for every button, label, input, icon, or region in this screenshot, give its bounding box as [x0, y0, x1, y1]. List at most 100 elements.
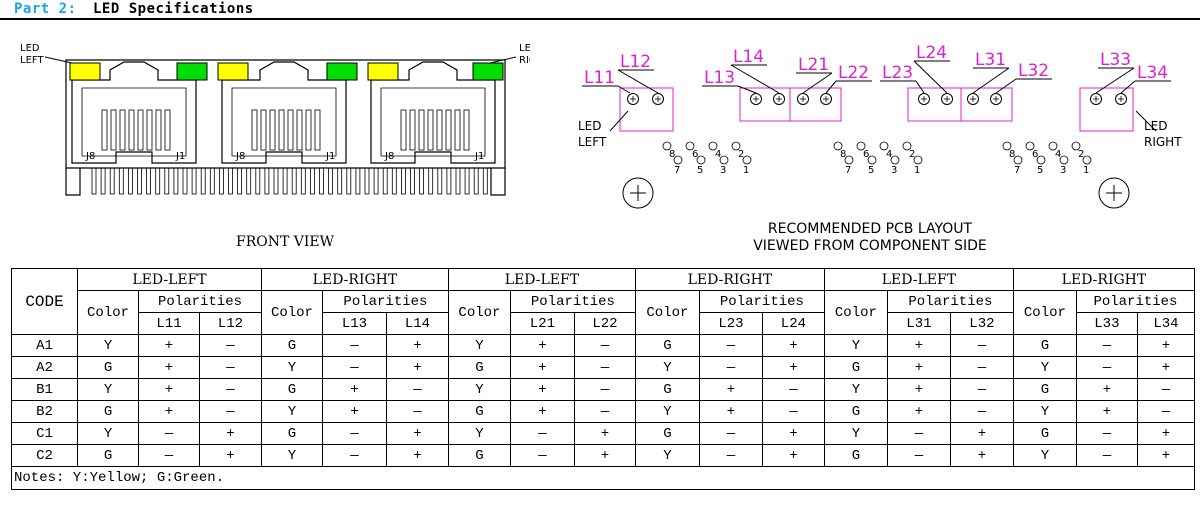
row-code: A1 — [10, 334, 79, 357]
pcb-pin-number: 1 — [743, 165, 749, 176]
polarity-cell: + — [1136, 356, 1196, 379]
connector-leg — [237, 167, 243, 195]
connector-leg — [400, 167, 406, 195]
rj45-port-inner — [380, 87, 486, 157]
polarity-cell: — — [321, 356, 387, 379]
connector-leg — [309, 167, 315, 195]
group-header: LED-RIGHT — [1012, 268, 1196, 291]
color-cell: G — [634, 422, 700, 445]
polarity-cell: — — [761, 378, 825, 401]
color-header: Color — [77, 290, 140, 335]
color-cell: Y — [634, 356, 700, 379]
polarity-cell: + — [1075, 378, 1138, 401]
pcb-led-pad — [773, 93, 785, 105]
led-header: L34 — [1136, 312, 1196, 335]
pcb-led-label-l24: L24 — [916, 43, 947, 63]
code-header: CODE — [10, 268, 79, 335]
rj45-contact — [278, 109, 285, 151]
section-header: Part 2: LED Specifications — [0, 0, 1200, 20]
pcb-led-pad — [1115, 93, 1127, 105]
color-cell: Y — [447, 334, 511, 357]
color-cell: G — [77, 356, 140, 379]
polarity-cell: + — [886, 356, 951, 379]
color-header: Color — [1012, 290, 1077, 335]
polarity-cell: + — [761, 356, 825, 379]
connector-leg — [146, 167, 152, 195]
polarities-header: Polarities — [509, 290, 636, 313]
connector-leg — [482, 167, 488, 195]
pcb-pin-number: 3 — [720, 165, 726, 176]
connector-leg — [182, 167, 188, 195]
polarities-header: Polarities — [138, 290, 262, 313]
connector-leg — [255, 167, 261, 195]
pcb-pin-number: 6 — [863, 149, 869, 160]
connector-leg — [191, 167, 197, 195]
connector-leg — [328, 167, 334, 195]
rj45-contact — [427, 109, 434, 151]
rj45-contact — [463, 109, 470, 151]
polarity-cell: — — [698, 422, 763, 445]
color-cell: Y — [634, 444, 700, 467]
polarity-cell: + — [385, 334, 449, 357]
section-title: LED Specifications — [93, 1, 254, 17]
polarity-cell: — — [573, 356, 636, 379]
connector-leg — [100, 167, 106, 195]
led-header: L14 — [385, 312, 449, 335]
polarity-cell: — — [1075, 444, 1138, 467]
rj45-contact — [454, 109, 461, 151]
color-cell: G — [260, 422, 323, 445]
pcb-caption-line-1: RECOMMENDED PCB LAYOUT — [768, 221, 973, 237]
polarity-cell: + — [1136, 422, 1196, 445]
pcb-pin-hole — [913, 155, 923, 165]
polarity-cell: + — [509, 356, 575, 379]
pcb-pin-number: 1 — [1083, 165, 1089, 176]
connector-leg — [473, 167, 479, 195]
pcb-led-pad — [1090, 93, 1102, 105]
front-led-indicator — [367, 62, 399, 81]
polarity-cell: + — [509, 378, 575, 401]
pcb-pin-number: 8 — [1009, 149, 1015, 160]
polarity-cell: + — [138, 378, 200, 401]
section-part-label: Part 2: — [14, 1, 77, 17]
color-cell: G — [77, 444, 140, 467]
pcb-pin-hole — [890, 155, 900, 165]
pcb-led-footprint — [789, 87, 842, 122]
polarity-cell: — — [198, 378, 262, 401]
pin-label-j1: J1 — [175, 151, 185, 162]
rj45-contact — [445, 109, 452, 151]
connector-leg — [337, 167, 343, 195]
polarity-cell: — — [698, 356, 763, 379]
polarity-cell: — — [198, 400, 262, 423]
polarity-cell: — — [385, 378, 449, 401]
pcb-led-label-l32: L32 — [1018, 61, 1049, 81]
polarities-header: Polarities — [886, 290, 1014, 313]
color-cell: G — [1012, 378, 1077, 401]
polarity-cell: + — [1136, 444, 1196, 467]
color-header: Color — [823, 290, 888, 335]
group-header: LED-LEFT — [447, 268, 636, 291]
connector-leg — [419, 167, 425, 195]
group-header: LED-LEFT — [77, 268, 262, 291]
led-header: L22 — [573, 312, 636, 335]
polarity-cell: + — [698, 378, 763, 401]
polarity-cell: + — [138, 334, 200, 357]
pcb-pin-hole — [844, 155, 854, 165]
connector-leg — [410, 167, 415, 195]
pcb-pin-number: 3 — [1060, 165, 1066, 176]
pcb-pin-number: 7 — [1014, 165, 1020, 176]
polarity-cell: — — [385, 400, 449, 423]
led-header: L32 — [949, 312, 1014, 335]
pcb-pin-hole — [708, 141, 718, 151]
pcb-led-pad — [750, 93, 762, 105]
color-cell: Y — [634, 400, 700, 423]
pcb-pin-hole — [856, 141, 866, 151]
connector-leg — [464, 167, 470, 195]
color-cell: G — [77, 400, 140, 423]
rj45-contact — [119, 109, 126, 151]
front-led-indicator — [176, 62, 208, 81]
front-led-indicator — [472, 62, 504, 81]
polarity-cell: — — [198, 334, 262, 357]
